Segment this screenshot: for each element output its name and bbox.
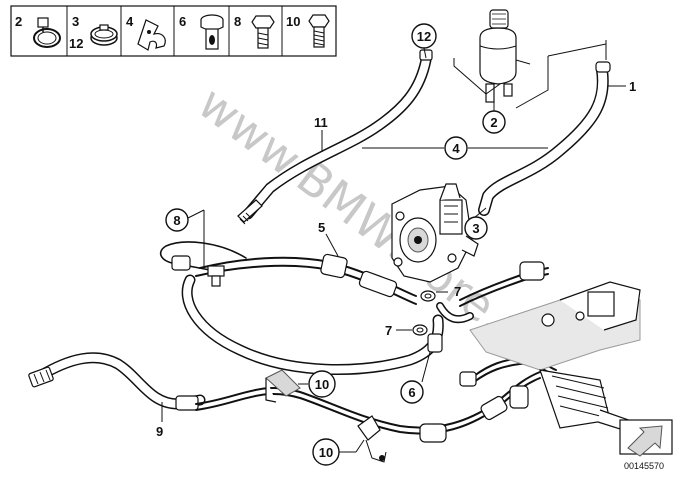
legend-label-4: 4 xyxy=(126,14,134,29)
callout-6: 6 xyxy=(408,385,415,400)
callout-5: 5 xyxy=(318,220,325,235)
leader-lines xyxy=(161,47,626,453)
callout-7-upper: 7 xyxy=(454,284,461,299)
bracket-clip-icon xyxy=(137,19,166,51)
callout-12: 12 xyxy=(417,29,431,44)
callout-9: 9 xyxy=(156,424,163,439)
callout-4: 4 xyxy=(452,141,460,156)
hose-11-end-fitting xyxy=(237,199,263,225)
band-clamp-icon xyxy=(90,24,118,46)
callout-2: 2 xyxy=(490,115,497,130)
legend-strip: 2 3 12 4 6 8 xyxy=(10,5,337,57)
callout-3: 3 xyxy=(472,221,479,236)
callout-8: 8 xyxy=(173,213,180,228)
callout-1: 1 xyxy=(629,79,636,94)
legend-label-12: 12 xyxy=(69,36,83,51)
arrow-icon xyxy=(627,425,663,457)
hex-bolt-icon xyxy=(251,15,275,49)
sealing-washer xyxy=(412,324,428,336)
callout-11: 11 xyxy=(314,115,328,130)
legend-label-8: 8 xyxy=(234,14,241,29)
hose-9-end-fitting xyxy=(28,366,54,388)
hex-screw-icon xyxy=(308,14,330,48)
legend-label-3: 3 xyxy=(72,14,79,29)
callout-10-lower: 10 xyxy=(319,445,333,460)
sealing-washer xyxy=(420,290,436,302)
legend-label-2: 2 xyxy=(15,14,22,29)
steering-rack xyxy=(469,281,641,435)
callout-10-upper: 10 xyxy=(315,377,329,392)
direction-arrow-box xyxy=(619,419,673,457)
power-steering-pump xyxy=(391,183,479,283)
fluid-reservoir xyxy=(479,9,531,103)
callouts: 1 2 3 4 5 6 7 7 8 9 10 10 11 12 xyxy=(156,23,636,466)
legend-label-10: 10 xyxy=(286,14,300,29)
pressure-sensor xyxy=(207,265,225,287)
lower-clip-bracket xyxy=(357,415,387,463)
hose-clamp-icon xyxy=(33,17,61,48)
banjo-bolt-icon xyxy=(200,14,224,50)
callout-7-lower: 7 xyxy=(385,323,392,338)
hose-bracket xyxy=(265,369,301,403)
legend-label-6: 6 xyxy=(179,14,186,29)
part-number: 00145570 xyxy=(624,461,664,471)
